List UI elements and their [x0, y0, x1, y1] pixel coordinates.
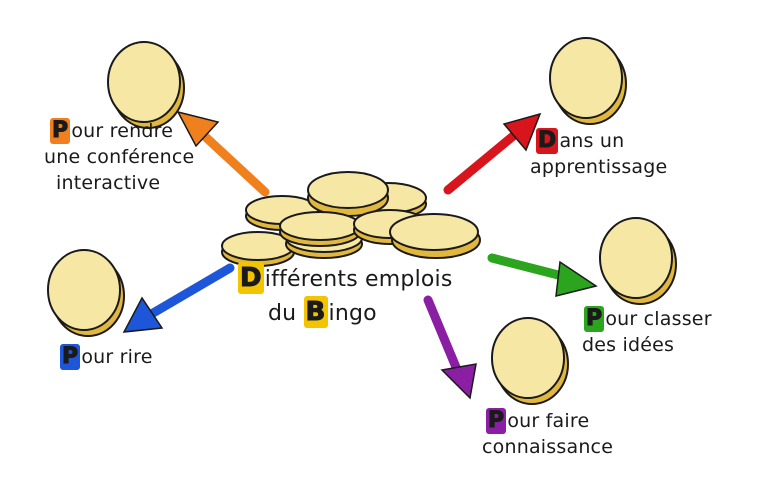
pile-coin: [307, 171, 389, 217]
center-line2-prefix: du: [268, 301, 304, 326]
arrow-to-conference: [176, 110, 270, 197]
conference-line1: our rendre: [71, 120, 174, 142]
coin-apprentissage: [549, 37, 627, 125]
coin-pile: [221, 171, 481, 267]
center-line1-text: ifférents emplois: [264, 267, 453, 292]
center-initial-b: B: [303, 296, 328, 328]
arrow-to-connaissance: [423, 295, 477, 400]
arrow-to-rire: [122, 263, 235, 333]
center-initial-d: D: [238, 262, 264, 294]
initial-p-classer: P: [584, 306, 605, 332]
conference-line2: une conférence: [44, 146, 195, 168]
initial-p-rire: P: [60, 344, 81, 370]
coin-rire: [47, 249, 125, 337]
coin-connaissance: [491, 317, 569, 405]
rire-line1: our rire: [81, 346, 153, 368]
initial-d-apprentissage: D: [536, 128, 559, 154]
pile-coin: [389, 213, 481, 259]
classer-line2: des idées: [582, 334, 675, 356]
arrow-to-classer: [487, 253, 598, 297]
coin-classer: [599, 217, 677, 305]
coin-conference: [107, 41, 185, 129]
arrow-to-apprentissage: [443, 112, 542, 195]
classer-line1: our classer: [605, 308, 712, 330]
connaissance-line2: connaissance: [482, 436, 614, 458]
pile-coin: [279, 211, 361, 247]
conference-line3: interactive: [56, 172, 161, 194]
apprentissage-line2: apprentissage: [530, 156, 668, 178]
apprentissage-line1: ans un: [559, 130, 625, 152]
initial-p-conference: P: [50, 118, 71, 144]
center-line2-text: ingo: [328, 301, 377, 326]
initial-p-connaissance: P: [486, 408, 507, 434]
connaissance-line1: our faire: [507, 410, 590, 432]
